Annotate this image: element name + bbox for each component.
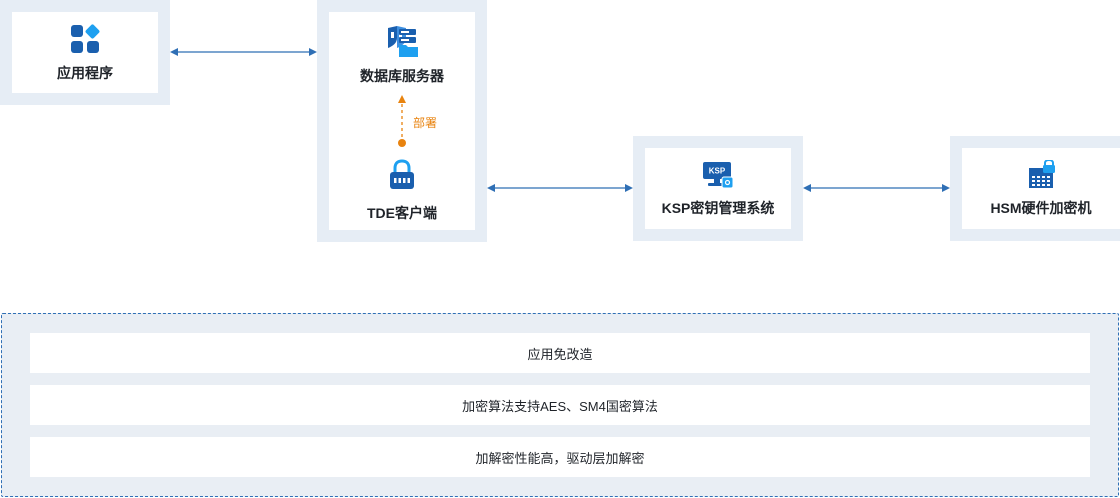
app-grid-icon — [71, 24, 100, 53]
hsm-node: HSM硬件加密机 — [962, 148, 1120, 229]
connectors — [170, 48, 950, 192]
deploy-origin-dot — [398, 139, 406, 147]
key-management-icon: KSP — [703, 161, 734, 188]
ksp-node-label: KSP密钥管理系统 — [661, 199, 775, 216]
app-node: 应用程序 — [12, 12, 158, 93]
feature-item: 加密算法支持AES、SM4国密算法 — [30, 385, 1090, 425]
deploy-label: 部署 — [413, 116, 438, 130]
app-node-label: 应用程序 — [57, 64, 113, 81]
db-server-label: 数据库服务器 — [360, 68, 444, 84]
svg-text:KSP: KSP — [709, 166, 726, 175]
lock-icon — [390, 159, 414, 189]
hardware-security-module-icon — [1029, 159, 1055, 188]
tde-client-label: TDE客户端 — [367, 205, 437, 221]
hsm-node-label: HSM硬件加密机 — [990, 199, 1092, 216]
feature-item: 加解密性能高，驱动层加解密 — [30, 437, 1090, 477]
database-server-icon — [388, 26, 418, 57]
feature-item: 应用免改造 — [30, 333, 1090, 373]
db-server-card: 数据库服务器 TDE客户端 — [329, 12, 475, 230]
ksp-node: KSP KSP密钥管理系统 — [645, 148, 791, 229]
